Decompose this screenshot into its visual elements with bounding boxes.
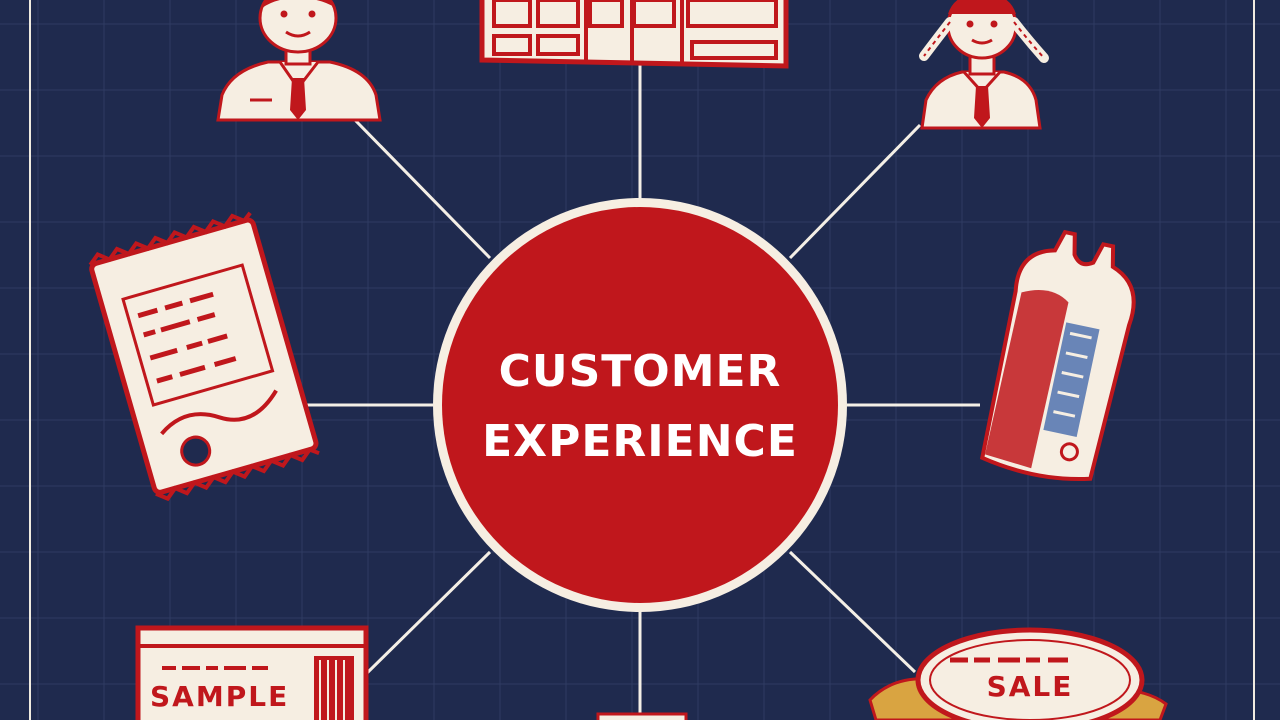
connector-bottom-right bbox=[788, 550, 917, 674]
connector-top-left bbox=[353, 118, 492, 260]
sample-sign-label: SAMPLE bbox=[150, 680, 290, 713]
connector-bottom-left bbox=[363, 550, 492, 677]
bottle-label-icon bbox=[979, 229, 1136, 482]
sale-badge-label: SALE bbox=[986, 670, 1074, 703]
hub-label-line1: CUSTOMER bbox=[498, 346, 782, 397]
sample-sign-icon bbox=[135, 625, 369, 720]
connector-top-right bbox=[788, 123, 922, 260]
female-staff-icon bbox=[919, 0, 1049, 130]
sale-badge-icon bbox=[868, 627, 1168, 720]
bottom-item-icon bbox=[596, 712, 688, 720]
hub-label-line2: EXPERIENCE bbox=[482, 416, 798, 467]
connector-lines bbox=[302, 65, 980, 720]
storefront-icon bbox=[479, 0, 789, 69]
male-staff-icon bbox=[216, 0, 382, 122]
hub-circle bbox=[442, 207, 838, 603]
snack-bag-icon bbox=[88, 211, 320, 502]
